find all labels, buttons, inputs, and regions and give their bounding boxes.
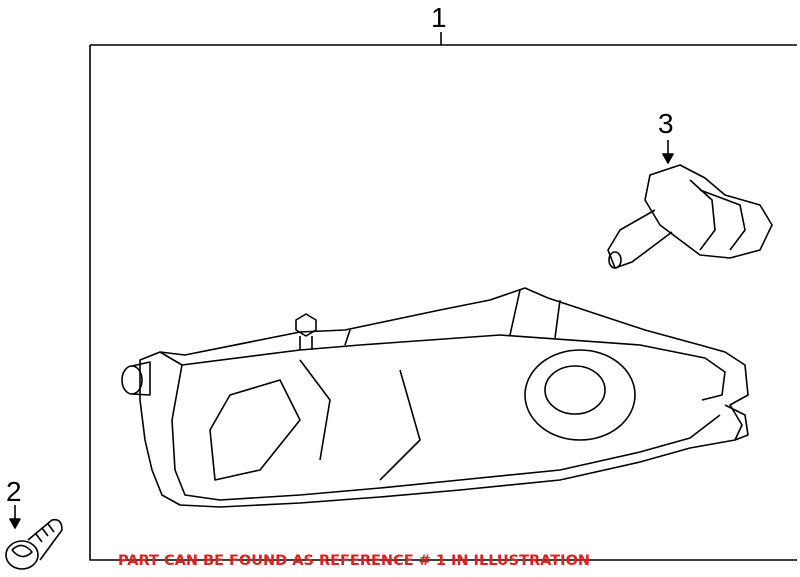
bolt-screw (5, 505, 63, 570)
callout-2: 2 (6, 476, 22, 507)
callout-3: 3 (658, 108, 674, 139)
fog-lamp-housing (121, 287, 749, 508)
callout-1: 1 (431, 2, 447, 33)
fog-lamp-bulb (607, 140, 773, 269)
reference-note: PART CAN BE FOUND AS REFERENCE # 1 IN IL… (118, 553, 591, 569)
assembly-box (89, 44, 797, 561)
